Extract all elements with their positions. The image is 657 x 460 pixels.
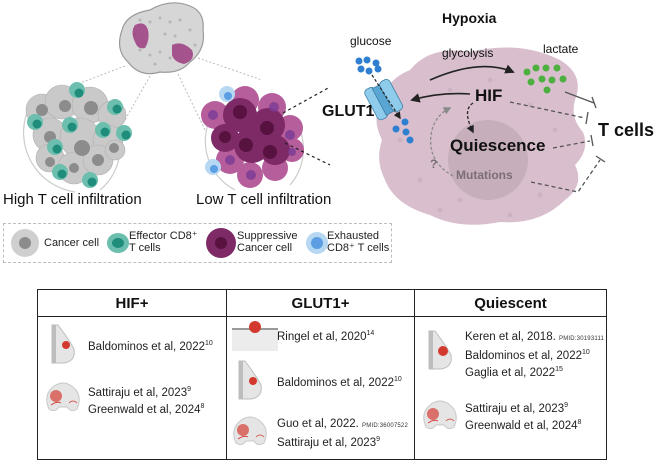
t-cells-label: T cells (598, 120, 655, 140)
hypoxia-title: Hypoxia (442, 10, 497, 26)
reference-list: Guo et al, 2022. PMID:36007522 Sattiraju… (277, 417, 408, 450)
reference-list: Baldominos et al, 202210 (88, 337, 213, 354)
reference-list: Sattiraju et al, 20239 Greenwald et al, … (465, 399, 581, 433)
hif-column-cell: Baldominos et al, 202210 Sattiraju et al… (37, 316, 227, 460)
hypoxic-cell (376, 47, 586, 225)
column-header-glut1: GLUT1+ (226, 289, 415, 317)
reference-list: Keren et al, 2018. PMID:30193111 Baldomi… (465, 330, 604, 380)
unknown-link-label: ? (430, 157, 438, 171)
lactate-label: lactate (543, 42, 579, 56)
legend-effector-t-cells: Effector CD8⁺T cells (129, 230, 198, 254)
reference-item: Guo et al, 2022. PMID:36007522 (277, 418, 409, 430)
table-row: Baldominos et al, 202210 Sattiraju et al… (37, 316, 607, 460)
high-infiltration-tumor (23, 82, 132, 193)
glycolysis-label: glycolysis (442, 46, 494, 60)
breast-tissue-icon (238, 360, 262, 400)
reference-list: Baldominos et al, 202210 (277, 373, 402, 390)
skin-tissue-icon (232, 321, 278, 351)
column-header-hif: HIF+ (37, 289, 227, 317)
mutations-label: Mutations (456, 168, 513, 182)
reference-item: Ringel et al, 202014 (277, 330, 375, 343)
cancer-cell-icon (11, 229, 39, 257)
effector-cd8-t-cell-icon (107, 233, 129, 253)
reference-item: Baldominos et al, 202210 (88, 340, 213, 353)
high-infiltration-label: High T cell infiltration (3, 191, 142, 208)
brain-tissue-icon (233, 416, 267, 446)
glut1-transporter-icon (364, 79, 403, 121)
illustration (23, 2, 606, 225)
tumor-overview-icon (118, 2, 205, 75)
reference-item: Keren et al, 2018. PMID:30193111 (465, 331, 605, 343)
quiescent-column-cell: Keren et al, 2018. PMID:30193111 Baldomi… (414, 316, 607, 460)
low-infiltration-tumor (201, 86, 304, 191)
exhausted-cd8-t-cell-icon (306, 232, 328, 254)
glucose-molecules (355, 56, 382, 75)
reference-list: Sattiraju et al, 20239 Greenwald et al, … (88, 383, 204, 417)
cell-legend: Cancer cell Effector CD8⁺T cells Suppres… (3, 223, 392, 263)
glut1-label: GLUT1 (322, 103, 375, 120)
low-infiltration-label: Low T cell infiltration (196, 191, 332, 208)
column-header-quiescent: Quiescent (414, 289, 607, 317)
quiescence-label: Quiescence (450, 136, 546, 155)
glucose-label: glucose (350, 34, 392, 48)
glut1-column-cell: Ringel et al, 202014 Baldominos et al, 2… (226, 316, 415, 460)
reference-item: Baldominos et al, 202210 (465, 349, 590, 362)
reference-item: Sattiraju et al, 20239 (465, 402, 568, 415)
reference-item: Greenwald et al, 20248 (465, 418, 582, 432)
glucose-intracellular (392, 118, 414, 144)
reference-item: Gaglia et al, 202215 (465, 365, 563, 379)
lactate-molecules (523, 64, 567, 94)
legend-cancer-cell: Cancer cell (44, 237, 100, 249)
reference-item: Baldominos et al, 202210 (277, 376, 402, 389)
evidence-table: HIF+ GLUT1+ Quiescent Baldominos et al, … (37, 289, 607, 460)
suppressive-cancer-cell-icon (206, 228, 236, 258)
reference-list: Ringel et al, 202014 (277, 327, 374, 344)
hif-label: HIF (475, 86, 503, 105)
breast-tissue-icon (428, 330, 452, 370)
table-header-row: HIF+ GLUT1+ Quiescent (37, 289, 607, 317)
brain-tissue-icon (423, 400, 457, 430)
breast-tissue-icon (51, 324, 75, 364)
reference-item: Greenwald et al, 20248 (88, 402, 205, 416)
reference-item: Sattiraju et al, 20239 (88, 386, 191, 399)
reference-item: Sattiraju et al, 20239 (277, 436, 380, 449)
brain-tissue-icon (46, 382, 80, 412)
